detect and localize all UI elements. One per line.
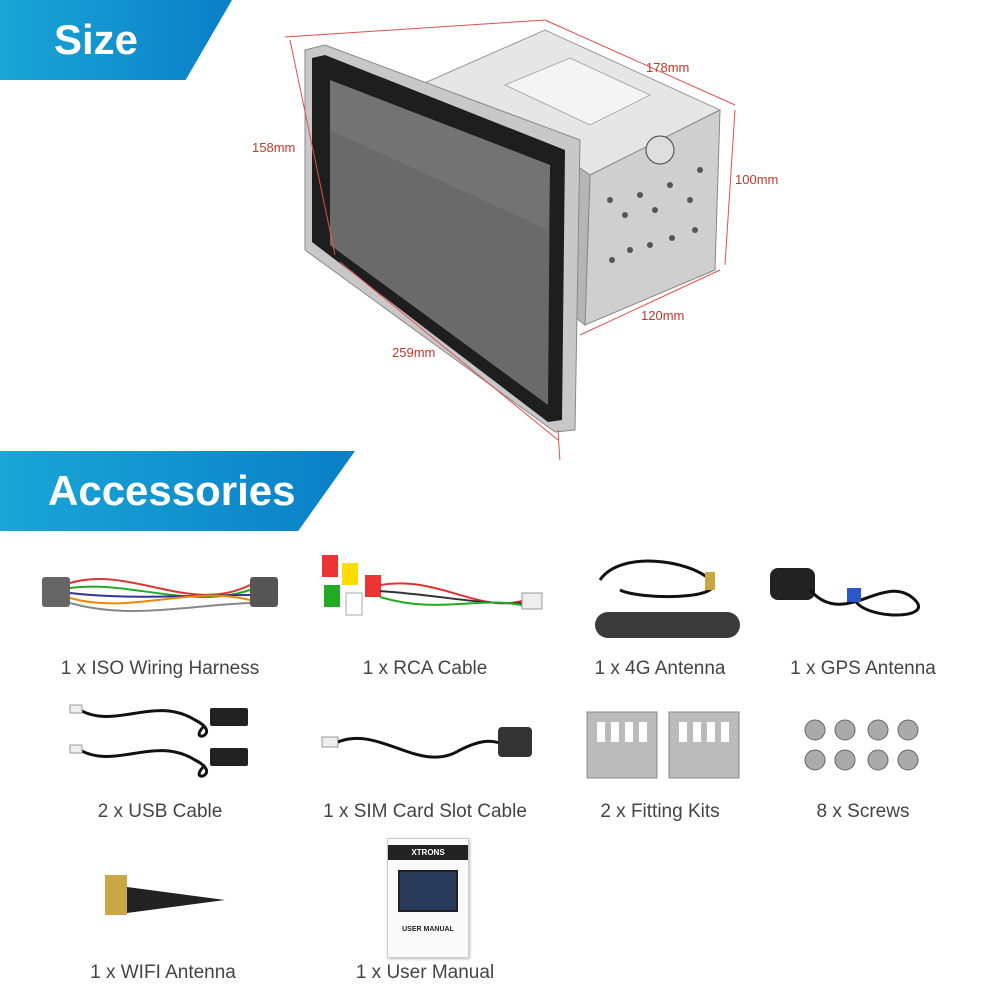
accessory-label: 2 x Fitting Kits (600, 801, 720, 822)
accessory-label: 1 x 4G Antenna (594, 658, 726, 679)
head-unit-diagram (284, 19, 736, 460)
gps-antenna-icon (770, 568, 920, 617)
manual-screen-image (398, 870, 458, 912)
accessory-label: 1 x User Manual (355, 962, 495, 983)
accessory-label: 2 x USB Cable (97, 801, 223, 822)
rca-cable-icon (322, 555, 543, 616)
4g-antenna-icon (595, 559, 740, 638)
accessory-label: 1 x RCA Cable (362, 658, 488, 679)
front-screen-panel (304, 44, 581, 433)
size-section-banner: Size (0, 0, 232, 80)
dimension-front-width: 259mm (392, 345, 436, 360)
wiring-harness-icon (42, 577, 278, 613)
wifi-antenna-icon (105, 875, 225, 915)
dimension-depth: 178mm (646, 60, 690, 75)
usb-cable-icon (69, 704, 248, 778)
accessories-section-title: Accessories (48, 467, 296, 514)
size-section-title: Size (54, 16, 139, 63)
dimension-chassis-height: 100mm (735, 172, 779, 187)
manual-title: USER MANUAL (402, 926, 454, 933)
accessory-label: 1 x GPS Antenna (790, 658, 936, 679)
fitting-kit-icon (586, 711, 740, 779)
sim-cable-icon (321, 727, 532, 759)
screws-icon (804, 719, 919, 771)
user-manual-icon: XTRONS USER MANUAL (387, 838, 469, 958)
accessory-label: 1 x WIFI Antenna (90, 962, 236, 983)
accessory-label: 8 x Screws (816, 801, 910, 822)
dimension-chassis-width: 120mm (641, 308, 685, 323)
manual-brand: XTRONS (388, 845, 468, 860)
accessory-label: 1 x SIM Card Slot Cable (323, 801, 527, 822)
dimension-lines (284, 19, 736, 460)
accessories-section-banner: Accessories (0, 451, 355, 531)
dimension-front-height: 158mm (252, 140, 296, 155)
accessory-label: 1 x ISO Wiring Harness (60, 658, 260, 679)
